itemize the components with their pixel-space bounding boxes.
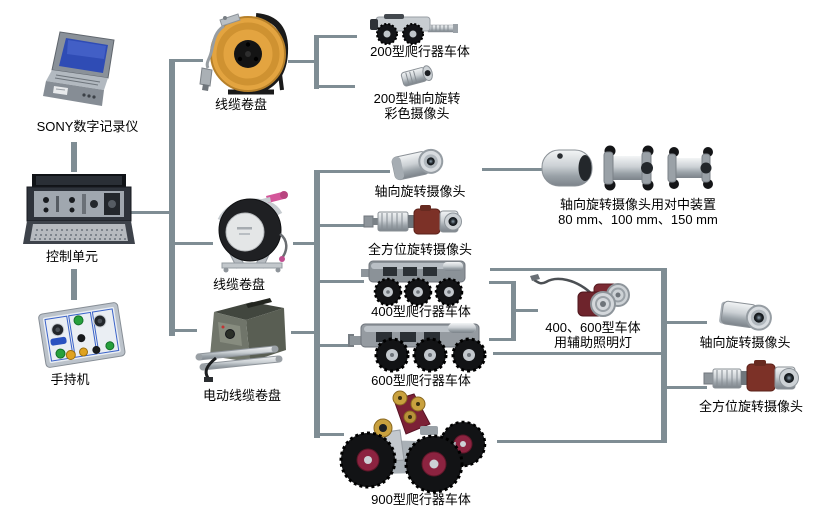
connector-line [175,329,197,332]
connector-line [320,280,364,283]
camera-200-label-line2: 彩色摄像头 [384,105,450,121]
connector-line [516,309,538,312]
electric-cable-reel-label: 电动线缆卷盘 [202,388,281,403]
connector-line [667,386,707,389]
crawler-400-photo [361,254,475,307]
omni-camera-right-photo [703,356,804,398]
axial-camera-right-label: 轴向旋转摄像头 [699,335,791,350]
connector-line [319,35,357,38]
centering-devices-label-line2: 80 mm、100 mm、150 mm [558,211,718,227]
crawler-200-label: 200型爬行器车体 [370,44,470,59]
aux-light-label-line2: 用辅助照明灯 [553,334,632,350]
sony-recorder-label: SONY数字记录仪 [36,119,139,134]
crawler-900-label: 900型爬行器车体 [371,492,471,507]
connector-line [482,168,542,171]
connector-line [293,242,314,245]
electric-cable-reel-photo [190,296,294,386]
crawler-600-label: 600型爬行器车体 [371,373,471,388]
connector-line [497,440,666,443]
connector-line [291,331,314,334]
connector-line [320,433,344,436]
connector-line [489,281,515,284]
crawler-900-photo [336,384,488,496]
aux-light-label: 400、600型车体 用辅助照明灯 [523,320,663,350]
connector-line [169,59,175,336]
connector-line [175,59,203,62]
connector-line [489,338,515,341]
connector-line [661,268,667,443]
connector-line [320,344,352,347]
camera-200-label-line1: 200型轴向旋转 [373,91,461,106]
axial-camera-right-photo [718,296,776,338]
connector-line [320,224,368,227]
crawler-600-photo [348,314,500,373]
centering-devices-label-line1: 轴向旋转摄像头用对中装置 [559,197,716,212]
connector-line [490,268,666,271]
sony-recorder-photo [40,28,130,120]
connector-line [71,269,77,300]
connector-line [493,352,666,355]
cable-reel-mid-photo [208,188,296,274]
connector-line [319,85,355,88]
control-unit-label: 控制单元 [45,249,98,264]
cable-reel-top-label: 线缆卷盘 [214,97,267,112]
connector-line [667,321,707,324]
omni-camera-label: 全方位旋转摄像头 [367,242,472,257]
crawler-400-label: 400型爬行器车体 [371,304,471,319]
camera-200-label: 200型轴向旋转 彩色摄像头 [342,91,492,121]
axial-camera-label: 轴向旋转摄像头 [374,184,466,199]
control-unit-photo [23,174,136,250]
omni-camera-photo [363,202,470,240]
aux-light-photo [528,272,638,324]
handheld-label: 手持机 [50,372,90,387]
centering-devices-photo [540,142,720,194]
crawler-200-photo [370,12,458,46]
cable-reel-mid-label: 线缆卷盘 [212,277,265,292]
connector-line [130,211,172,214]
connector-line [71,142,77,172]
aux-light-label-line1: 400、600型车体 [545,320,641,335]
connector-line [314,170,320,438]
connector-line [320,170,390,173]
omni-camera-right-label: 全方位旋转摄像头 [698,399,803,414]
axial-camera-photo [388,144,444,186]
handheld-photo [36,298,128,372]
connector-line [175,242,213,245]
centering-devices-label: 轴向旋转摄像头用对中装置 80 mm、100 mm、150 mm [547,197,729,227]
camera-200-photo [399,61,435,91]
connector-line [511,281,516,341]
cable-reel-top-photo [198,8,294,102]
connector-line [314,35,319,89]
connector-line [288,60,316,63]
